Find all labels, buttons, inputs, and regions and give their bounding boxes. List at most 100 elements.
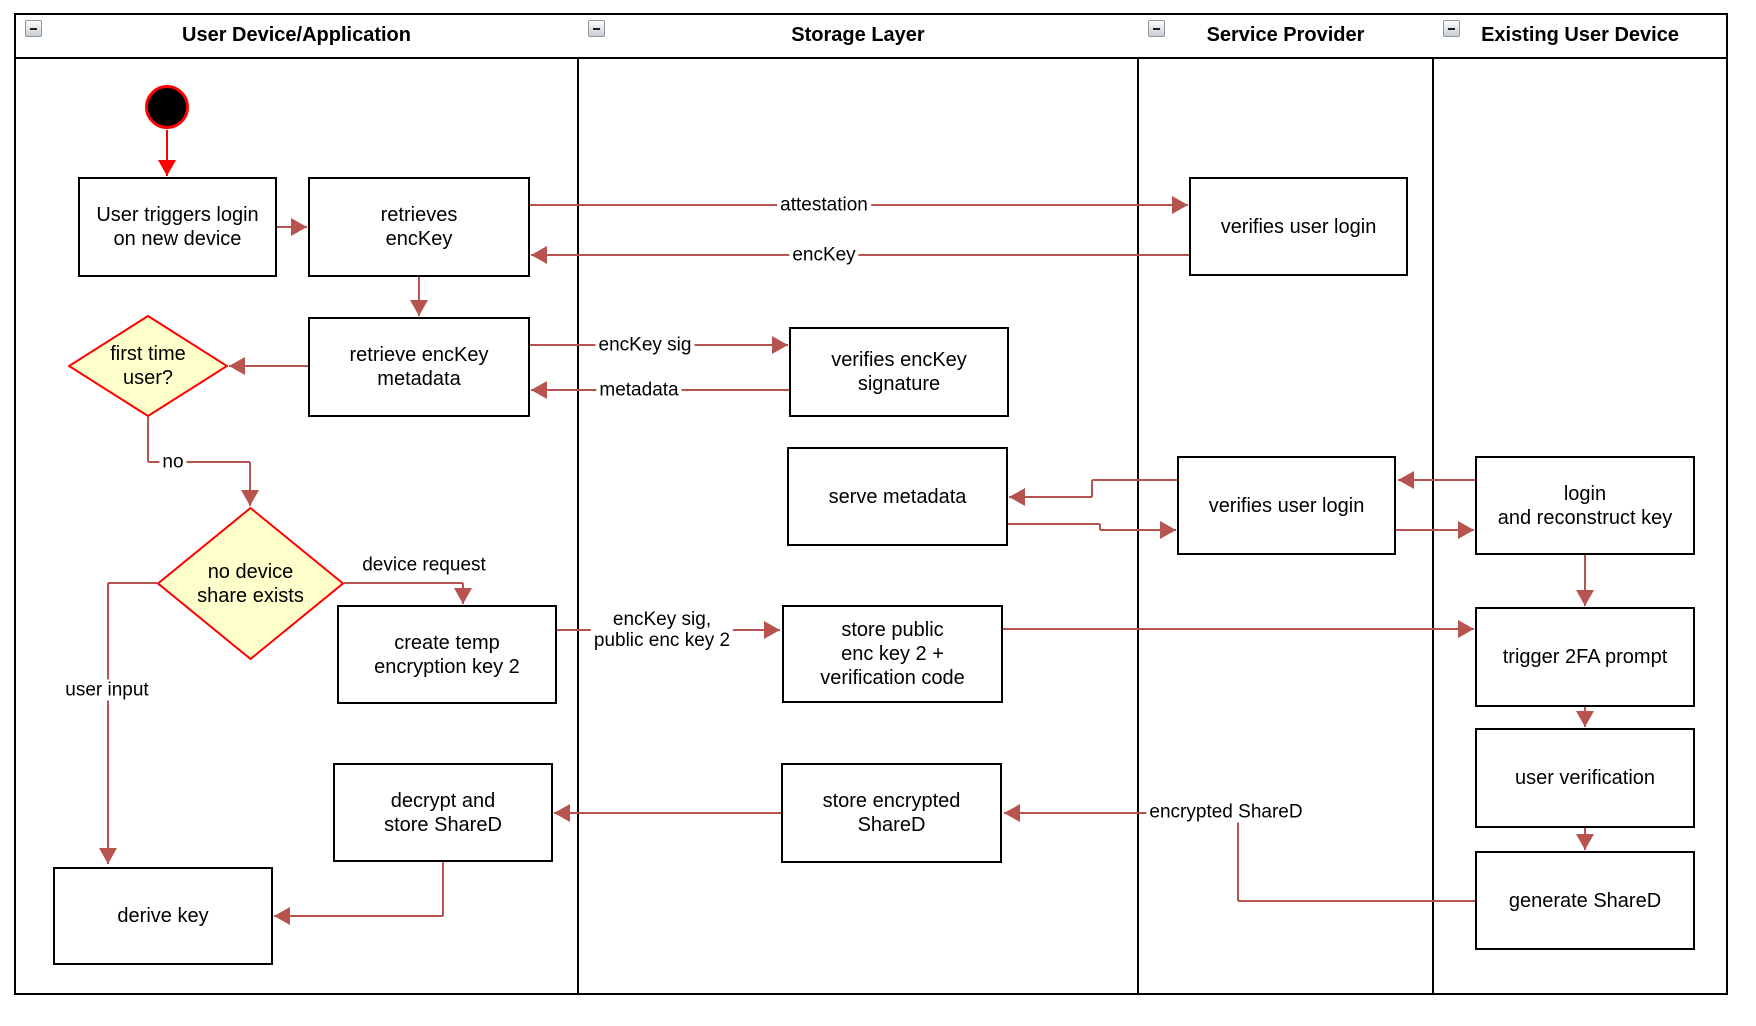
- edge-servemetadata-to-verifylogin[interactable]: [1099, 524, 1101, 530]
- lane-header-existing-user-device[interactable]: Existing User Device: [1434, 13, 1726, 58]
- collapse-minus-icon[interactable]: [1148, 20, 1165, 37]
- edge-no-branch[interactable]: [147, 417, 149, 462]
- lane-title: Existing User Device: [1481, 24, 1679, 46]
- edge-verifylogin-to-reconstruct[interactable]: [1396, 529, 1474, 531]
- edge-user-input-label: user input: [62, 679, 152, 701]
- edge-enckey-return-arrowhead[interactable]: [531, 246, 547, 264]
- edge-user-input[interactable]: [108, 582, 157, 584]
- no-device-share-decision-label: no device share exists: [197, 560, 304, 607]
- edge-encrypted-shared[interactable]: [1238, 900, 1475, 902]
- edge-metadata-return-arrowhead[interactable]: [531, 381, 547, 399]
- serve-metadata[interactable]: serve metadata: [787, 447, 1008, 546]
- edge-encrypted-shared-arrowhead[interactable]: [1004, 804, 1020, 822]
- edge-verifylogin-to-servemetadata-arrowhead[interactable]: [1009, 488, 1025, 506]
- swimlane-pool-border: [14, 13, 1728, 995]
- edge-attestation-label: attestation: [777, 194, 871, 216]
- edge-metadata-to-decision[interactable]: [229, 365, 308, 367]
- verifies-user-login-1[interactable]: verifies user login: [1189, 177, 1408, 276]
- edge-device-request-label: device request: [359, 554, 489, 576]
- collapse-minus-icon[interactable]: [588, 20, 605, 37]
- lane-divider-2: [1137, 58, 1139, 995]
- edge-enckey-sig-public-key-arrowhead[interactable]: [764, 621, 780, 639]
- edge-verifylogin-to-servemetadata[interactable]: [1092, 479, 1177, 481]
- edge-reconstruct-to-verifylogin[interactable]: [1398, 479, 1475, 481]
- lane-header-user-device[interactable]: User Device/Application: [16, 13, 577, 58]
- edge-device-request[interactable]: [344, 582, 463, 584]
- minus-glyph: [1153, 27, 1160, 30]
- edge-start-to-login[interactable]: [166, 130, 168, 176]
- edge-storepublic-to-2fa-arrowhead[interactable]: [1458, 620, 1474, 638]
- edge-storepublic-to-2fa[interactable]: [1003, 628, 1474, 630]
- decrypt-and-store-shared[interactable]: decrypt and store ShareD: [333, 763, 553, 862]
- trigger-2fa-prompt[interactable]: trigger 2FA prompt: [1475, 607, 1695, 707]
- lane-header-divider: [14, 57, 1728, 59]
- lane-header-storage-layer[interactable]: Storage Layer: [579, 13, 1137, 58]
- collapse-minus-icon[interactable]: [1443, 20, 1460, 37]
- edge-verifylogin-to-reconstruct-arrowhead[interactable]: [1458, 521, 1474, 539]
- edge-enckey-sig-public-key-label: encKey sig, public enc key 2: [590, 609, 734, 651]
- edge-enckey-return[interactable]: [531, 254, 1189, 256]
- edge-start-to-login-arrowhead[interactable]: [158, 160, 176, 176]
- edge-no-branch-label: no: [159, 451, 187, 473]
- edge-verification-to-generate-arrowhead[interactable]: [1576, 834, 1594, 850]
- edge-device-request-arrowhead[interactable]: [454, 588, 472, 604]
- login-and-reconstruct-key[interactable]: login and reconstruct key: [1475, 456, 1695, 555]
- edge-metadata-to-decision-arrowhead[interactable]: [229, 357, 245, 375]
- edge-decrypt-to-derivekey[interactable]: [274, 915, 443, 917]
- edge-enckey-sig-label: encKey sig: [595, 334, 695, 356]
- edge-enckey-return-label: encKey: [789, 244, 859, 266]
- start-node[interactable]: [145, 85, 189, 129]
- store-public-enc-key[interactable]: store public enc key 2 + verification co…: [782, 605, 1003, 703]
- minus-glyph: [1448, 27, 1455, 30]
- edge-login-to-2fa[interactable]: [1584, 555, 1586, 606]
- edge-no-branch-arrowhead[interactable]: [241, 490, 259, 506]
- edge-login-to-2fa-arrowhead[interactable]: [1576, 590, 1594, 606]
- edge-encrypted-shared[interactable]: [1004, 812, 1238, 814]
- lane-divider-1: [577, 58, 579, 995]
- edge-user-input-arrowhead[interactable]: [99, 848, 117, 864]
- edge-retrieves-to-metadata-arrowhead[interactable]: [410, 300, 428, 316]
- lane-title: User Device/Application: [182, 24, 411, 46]
- minus-glyph: [30, 27, 37, 30]
- minus-glyph: [593, 27, 600, 30]
- edge-verifylogin-to-servemetadata[interactable]: [1091, 480, 1093, 497]
- verifies-user-login-2[interactable]: verifies user login: [1177, 456, 1396, 555]
- edge-encrypted-shared[interactable]: [1237, 813, 1239, 901]
- edge-user-input[interactable]: [107, 583, 109, 864]
- user-triggers-login[interactable]: User triggers login on new device: [78, 177, 277, 277]
- lane-header-service-provider[interactable]: Service Provider: [1139, 13, 1432, 58]
- edge-enckey-sig-arrowhead[interactable]: [772, 336, 788, 354]
- create-temp-encryption-key[interactable]: create temp encryption key 2: [337, 605, 557, 704]
- edge-no-branch[interactable]: [249, 462, 251, 506]
- first-time-user-decision-label: first time user?: [110, 343, 186, 389]
- collapse-minus-icon[interactable]: [25, 20, 42, 37]
- edge-decrypt-to-derivekey-arrowhead[interactable]: [274, 907, 290, 925]
- verifies-enckey-signature[interactable]: verifies encKey signature: [789, 327, 1009, 417]
- user-verification[interactable]: user verification: [1475, 728, 1695, 828]
- derive-key[interactable]: derive key: [53, 867, 273, 965]
- lane-title: Service Provider: [1206, 24, 1365, 46]
- store-encrypted-shared[interactable]: store encrypted ShareD: [781, 763, 1002, 863]
- lane-divider-3: [1432, 58, 1434, 995]
- edge-servemetadata-to-verifylogin[interactable]: [1008, 523, 1100, 525]
- edge-reconstruct-to-verifylogin-arrowhead[interactable]: [1398, 471, 1414, 489]
- generate-shared[interactable]: generate ShareD: [1475, 851, 1695, 950]
- edge-retrieves-to-metadata[interactable]: [418, 277, 420, 316]
- retrieve-enckey-metadata[interactable]: retrieve encKey metadata: [308, 317, 530, 417]
- edge-no-branch[interactable]: [148, 461, 250, 463]
- first-time-user-decision[interactable]: first time user?: [68, 315, 228, 417]
- lane-title: Storage Layer: [791, 24, 925, 46]
- edge-storeshared-to-decrypt[interactable]: [554, 812, 781, 814]
- edge-attestation-arrowhead[interactable]: [1172, 196, 1188, 214]
- edge-decrypt-to-derivekey[interactable]: [442, 862, 444, 916]
- edge-storeshared-to-decrypt-arrowhead[interactable]: [554, 804, 570, 822]
- edge-2fa-to-verification-arrowhead[interactable]: [1576, 711, 1594, 727]
- edge-servemetadata-to-verifylogin[interactable]: [1100, 529, 1176, 531]
- retrieves-enckey[interactable]: retrieves encKey: [308, 177, 530, 277]
- edge-login-to-retrieves-arrowhead[interactable]: [291, 218, 307, 236]
- no-device-share-decision[interactable]: no device share exists: [157, 507, 344, 660]
- edge-verifylogin-to-servemetadata[interactable]: [1009, 496, 1092, 498]
- edge-servemetadata-to-verifylogin-arrowhead[interactable]: [1160, 521, 1176, 539]
- edge-metadata-return-label: metadata: [596, 379, 682, 401]
